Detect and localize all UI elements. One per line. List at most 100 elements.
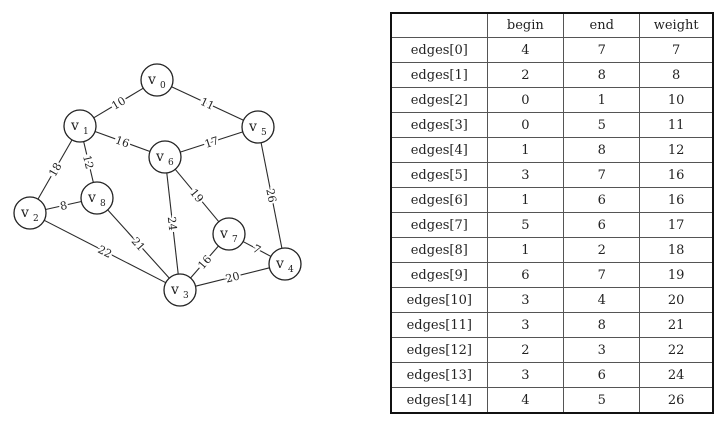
edge-weight-label: 12 xyxy=(80,154,96,171)
weight-cell: 20 xyxy=(639,287,714,313)
weight-cell: 8 xyxy=(639,62,714,88)
edge-name-cell: edges[7] xyxy=(390,212,488,238)
begin-cell: 5 xyxy=(486,212,565,238)
weight-cell: 21 xyxy=(639,312,714,338)
edge-name-cell: edges[8] xyxy=(390,237,488,263)
vertex-letter: v xyxy=(155,149,164,165)
edge-v1-v6 xyxy=(94,130,151,153)
begin-cell: 4 xyxy=(486,37,565,63)
begin-cell: 0 xyxy=(486,87,565,113)
edge-name-cell: edges[3] xyxy=(390,112,488,138)
vertex-letter: v xyxy=(87,190,96,206)
weight-cell: 7 xyxy=(639,37,714,63)
end-cell: 4 xyxy=(563,287,641,313)
edge-v0-v5 xyxy=(171,86,244,121)
end-cell: 6 xyxy=(563,362,641,388)
edge-weight-label: 11 xyxy=(198,95,216,113)
edge-name-cell: edges[10] xyxy=(390,287,488,313)
vertex-letter: v xyxy=(70,118,79,134)
edge-name-cell: edges[0] xyxy=(390,37,488,63)
weight-cell: 22 xyxy=(639,337,714,363)
end-cell: 1 xyxy=(563,87,641,113)
edge-weight-label: 16 xyxy=(114,133,132,150)
begin-cell: 6 xyxy=(486,262,565,288)
vertex-index: 5 xyxy=(261,128,267,138)
vertex-letter: v xyxy=(20,205,29,221)
weight-cell: 24 xyxy=(639,362,714,388)
end-cell: 5 xyxy=(563,387,641,414)
edge-weight-label: 26 xyxy=(263,187,278,203)
end-cell: 3 xyxy=(563,337,641,363)
edge-name-cell: edges[4] xyxy=(390,137,488,163)
begin-cell: 1 xyxy=(486,237,565,263)
weight-cell: 12 xyxy=(639,137,714,163)
vertex-index: 6 xyxy=(168,158,174,168)
edge-v6-v7 xyxy=(174,168,220,223)
end-cell: 7 xyxy=(563,162,641,188)
vertex-circle xyxy=(212,217,246,251)
vertex-index: 4 xyxy=(288,265,294,275)
vertex-letter: v xyxy=(248,119,257,135)
vertex-circle xyxy=(163,273,197,307)
vertex-index: 2 xyxy=(33,214,39,224)
edge-v1-v8 xyxy=(83,141,94,183)
begin-cell: 2 xyxy=(486,62,565,88)
vertex-circle xyxy=(13,196,47,230)
edge-v3-v4 xyxy=(195,267,270,287)
vertex-index: 1 xyxy=(83,127,89,137)
edge-weight-label: 7 xyxy=(251,242,263,257)
vertex-circle xyxy=(268,247,302,281)
edge-weight-label: 20 xyxy=(224,269,241,285)
end-cell: 6 xyxy=(563,212,641,238)
end-cell: 8 xyxy=(563,312,641,338)
edge-name-cell: edges[11] xyxy=(390,312,488,338)
weight-cell: 11 xyxy=(639,112,714,138)
weight-cell: 10 xyxy=(639,87,714,113)
begin-cell: 3 xyxy=(486,287,565,313)
weight-cell: 16 xyxy=(639,187,714,213)
begin-cell: 4 xyxy=(486,387,565,414)
vertex-circle xyxy=(63,109,97,143)
weight-cell: 18 xyxy=(639,237,714,263)
begin-cell: 3 xyxy=(486,362,565,388)
header-end: end xyxy=(563,12,641,38)
vertex-index: 3 xyxy=(183,291,189,301)
vertex-circle xyxy=(140,63,174,97)
edge-weight-label: 24 xyxy=(165,216,179,231)
weight-cell: 17 xyxy=(639,212,714,238)
edge-name-cell: edges[1] xyxy=(390,62,488,88)
begin-cell: 3 xyxy=(486,312,565,338)
edge-v8-v3 xyxy=(107,209,170,279)
end-cell: 8 xyxy=(563,62,641,88)
edge-v7-v4 xyxy=(242,241,272,257)
edge-name-cell: edges[13] xyxy=(390,362,488,388)
edge-name-cell: edges[5] xyxy=(390,162,488,188)
vertex-letter: v xyxy=(170,282,179,298)
begin-cell: 1 xyxy=(486,137,565,163)
end-cell: 8 xyxy=(563,137,641,163)
weight-cell: 26 xyxy=(639,387,714,414)
edge-weight-label: 17 xyxy=(203,134,220,151)
vertex-index: 7 xyxy=(232,235,238,245)
begin-cell: 0 xyxy=(486,112,565,138)
edge-name-cell: edges[6] xyxy=(390,187,488,213)
edge-weight-label: 18 xyxy=(46,160,64,179)
